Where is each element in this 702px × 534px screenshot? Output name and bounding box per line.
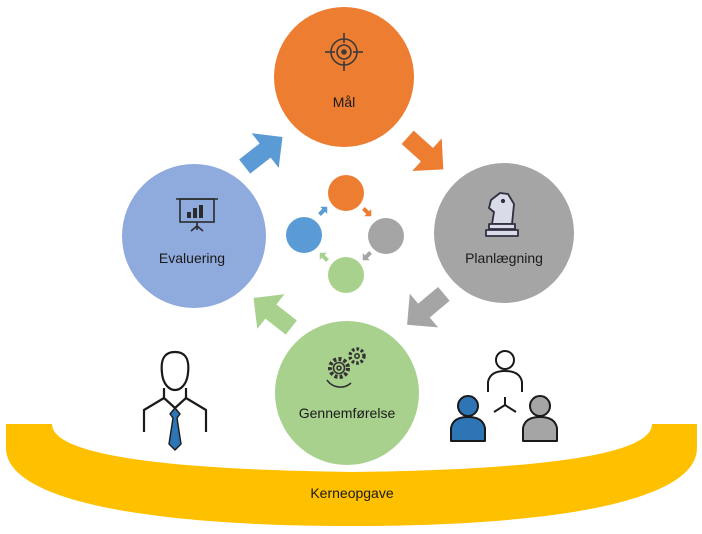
maal-circle [274,7,414,147]
arrow-maal-to-planlaegning [401,130,444,172]
small-arrow-orange [362,207,372,217]
arrow-evaluering-to-maal [239,133,283,174]
gears-icon [326,347,366,388]
arrow-planlaegning-to-gennemfoerelse [407,286,450,328]
gennemfoerelse-circle [275,321,419,465]
target-icon [325,33,363,71]
kerneopgave-label: Kerneopgave [310,485,394,501]
business-person-icon [142,350,208,451]
small-green-circle [328,257,364,293]
small-arrow-green [319,252,329,262]
small-arrow-blue [318,206,328,216]
small-gray-circle [368,218,404,254]
team-hierarchy-icon [450,350,558,442]
evaluering-label: Evaluering [159,250,225,266]
planlaegning-label: Planlægning [465,250,543,266]
small-arrow-gray [362,251,372,261]
arrow-gennemfoerelse-to-evaluering [253,294,297,335]
gennemfoerelse-label: Gennemførelse [299,405,396,421]
presentation-chart-icon [176,198,218,232]
small-blue-circle [286,217,322,253]
small-orange-circle [328,175,364,211]
evaluering-circle [122,164,266,308]
maal-label: Mål [333,94,356,110]
chess-knight-icon [485,192,519,237]
